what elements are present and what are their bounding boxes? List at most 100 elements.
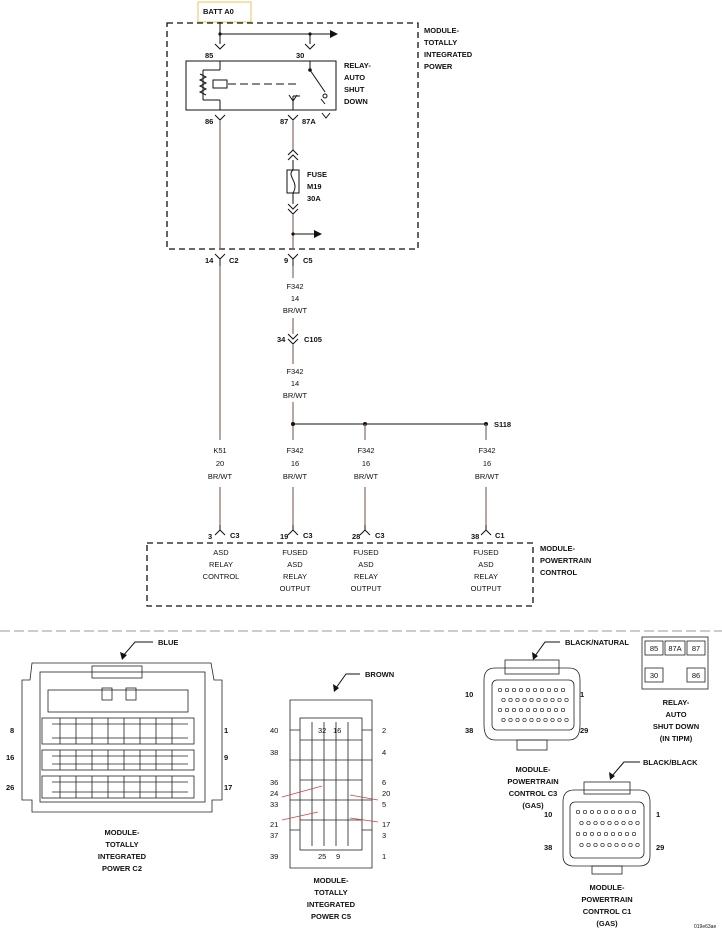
svg-text:9: 9 [336,852,340,861]
svg-text:10: 10 [465,690,473,699]
svg-text:86: 86 [692,671,700,680]
svg-text:OUTPUT: OUTPUT [351,584,382,593]
svg-text:21: 21 [270,820,278,829]
svg-text:38: 38 [471,532,479,541]
svg-text:AUTO: AUTO [344,73,365,82]
pcm-c1-pin [628,820,633,826]
connector-c105: C105 [304,335,322,344]
pcm-c1-pin [610,831,616,837]
relay-pinout-view: 85 87A 87 30 86 RELAY- AUTO SHUT DOWN (I… [641,636,709,743]
svg-text:MODULE-: MODULE- [590,883,625,892]
pcm-c1-pin [600,842,605,848]
svg-text:F342: F342 [286,282,303,291]
batt-label: BATT A0 [197,1,252,23]
pcm-c1-pin [621,820,626,826]
svg-text:CONTROL: CONTROL [540,568,577,577]
pcm-c3-pin [522,697,527,703]
pcm-c3-pin [532,687,538,693]
wire-branch-3-label: F342 16 BR/WT [475,446,500,481]
pcm-c3-pin [546,687,552,693]
pcm-c1-pin [582,831,588,837]
pcm-c3-pin [518,707,524,713]
svg-text:14: 14 [291,379,299,388]
tipm-module-label: MODULE- TOTALLY INTEGRATED POWER [424,26,473,71]
pcm-c3-pin [536,697,541,703]
svg-text:AUTO: AUTO [665,710,686,719]
pcm-c1-pin [596,831,602,837]
svg-text:FUSE: FUSE [307,170,327,179]
svg-text:TOTALLY: TOTALLY [105,840,138,849]
svg-text:RELAY: RELAY [209,560,233,569]
svg-text:POWER C2: POWER C2 [102,864,142,873]
pcm-func-1: ASD RELAY CONTROL [203,548,240,581]
pcm-c1-pin [624,809,630,815]
coil-icon [198,73,208,96]
svg-text:ASD: ASD [287,560,303,569]
pcm-c1-pin [589,831,595,837]
fuse-label: FUSE M19 30A [307,170,327,203]
pcm-c1-pin [635,820,640,826]
svg-text:POWERTRAIN: POWERTRAIN [507,777,558,786]
svg-text:FUSED: FUSED [473,548,499,557]
wire-branch-1-label: F342 16 BR/WT [283,446,308,481]
svg-text:3: 3 [208,532,212,541]
pcm-c3-pin [543,697,548,703]
pcm-c1-pin [575,809,581,815]
pcm-c3-pin [553,687,559,693]
pcm-c3-pin [529,697,534,703]
splice-s118: S118 [494,420,511,429]
svg-text:OUTPUT: OUTPUT [471,584,502,593]
svg-text:3: 3 [382,831,386,840]
bus-arrow [330,30,338,38]
svg-text:C3: C3 [375,531,385,540]
connector-c5: C5 [303,256,313,265]
svg-text:BR/WT: BR/WT [283,306,308,315]
pcm-c3-pin [550,697,555,703]
svg-text:9: 9 [224,753,228,762]
pcm-c1-pin [575,831,581,837]
pcm-c3-pin [508,697,513,703]
pcm-c3-pin [557,697,562,703]
svg-text:14: 14 [205,256,214,265]
svg-text:BLACK/BLACK: BLACK/BLACK [643,758,698,767]
connector-view-tipm-c2: BLUE 8 1 16 9 26 17 MODULE- TOTALLY INTE… [6,638,232,873]
svg-text:MODULE-: MODULE- [540,544,575,553]
pcm-c3-pin [560,707,566,713]
pin-30-label: 30 [296,51,304,60]
pcm-c3-pin [536,717,541,723]
pcm-c1-pin [614,842,619,848]
pcm-c3-pin [511,707,517,713]
svg-text:10: 10 [544,810,552,819]
svg-text:INTEGRATED: INTEGRATED [307,900,356,909]
fuse-m19-icon [286,169,300,194]
svg-text:20: 20 [382,789,390,798]
pcm-func-4: FUSED ASD RELAY OUTPUT [471,548,502,593]
svg-text:F342: F342 [478,446,495,455]
svg-text:16: 16 [362,459,370,468]
svg-text:F342: F342 [286,367,303,376]
svg-text:CONTROL C1: CONTROL C1 [583,907,632,916]
pcm-c1-pin [610,809,616,815]
svg-text:5: 5 [382,800,386,809]
svg-text:BR/WT: BR/WT [208,472,233,481]
svg-text:19: 19 [280,532,288,541]
svg-text:(GAS): (GAS) [522,801,544,810]
connector-view-pcm-c3: BLACK/NATURAL 10 1 38 29 MODULE- POWERTR… [465,638,629,810]
svg-text:TOTALLY: TOTALLY [314,888,347,897]
pcm-c3-pin [504,687,510,693]
pcm-c1-pin [600,820,605,826]
svg-text:RELAY: RELAY [474,572,498,581]
pcm-c1-pin [603,831,609,837]
pin-87a-label: 87A [302,117,316,126]
pcm-c1-pin [624,831,630,837]
svg-text:INTEGRATED: INTEGRATED [424,50,473,59]
pcm-c3-pin [539,687,545,693]
pcm-c3-pin [525,707,531,713]
pcm-c3-pin [564,697,569,703]
svg-text:30A: 30A [307,194,321,203]
pcm-c1-pin [586,820,591,826]
pcm-c3-pin [515,697,520,703]
svg-text:CONTROL: CONTROL [203,572,240,581]
pcm-c1-pin [631,809,637,815]
